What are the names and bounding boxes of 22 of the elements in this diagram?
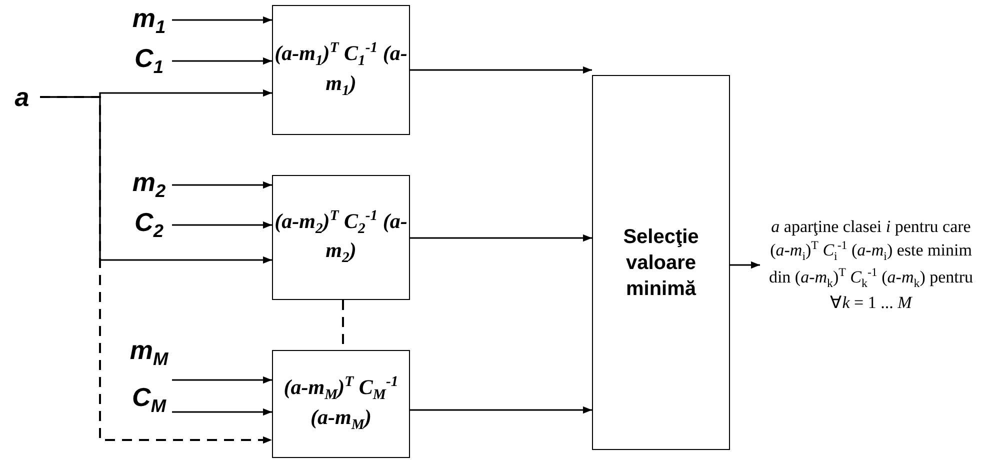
- input-label: m$_{2}$: [126, 170, 172, 200]
- input-label: m$_{1}$: [126, 6, 172, 36]
- input-label: C$_{M}$: [126, 383, 172, 417]
- result-text: a aparţine clasei i pentru care (a-m$_{i}$)$^{T}$ C$_{i}$$^{-1}$ (a-m$_{i}$) este minim din (a-m$_{k}$)$^{T}$ C$_{k}$$^{-1}$ (a-m$_{k}$) pentru ∀k = 1 ... M: [760, 150, 982, 380]
- arrow: [410, 234, 592, 242]
- arrow: [410, 406, 592, 414]
- input-label: C$_{2}$: [126, 208, 172, 242]
- input-label: C$_{1}$: [126, 44, 172, 78]
- arrow: [172, 57, 272, 65]
- arrow: [410, 66, 592, 74]
- input-label: a: [4, 80, 40, 114]
- formula-box: (a-m$_{2}$)$^{T}$ C$_{2}$$^{-1}$ (a-m$_{2}$): [272, 175, 410, 300]
- arrow: [730, 261, 760, 269]
- input-label: m$_{M}$: [126, 337, 172, 369]
- arrow: [172, 16, 272, 24]
- arrow: [172, 221, 272, 229]
- arrow: [172, 376, 272, 384]
- process-box: Selecţie valoare minimă: [592, 75, 730, 450]
- formula-box: (a-m$_{1}$)$^{T}$ C$_{1}$$^{-1}$ (a-m$_{1}$): [272, 5, 410, 135]
- arrow: [172, 408, 272, 416]
- arrow: [40, 96, 272, 444]
- arrow: [172, 181, 272, 189]
